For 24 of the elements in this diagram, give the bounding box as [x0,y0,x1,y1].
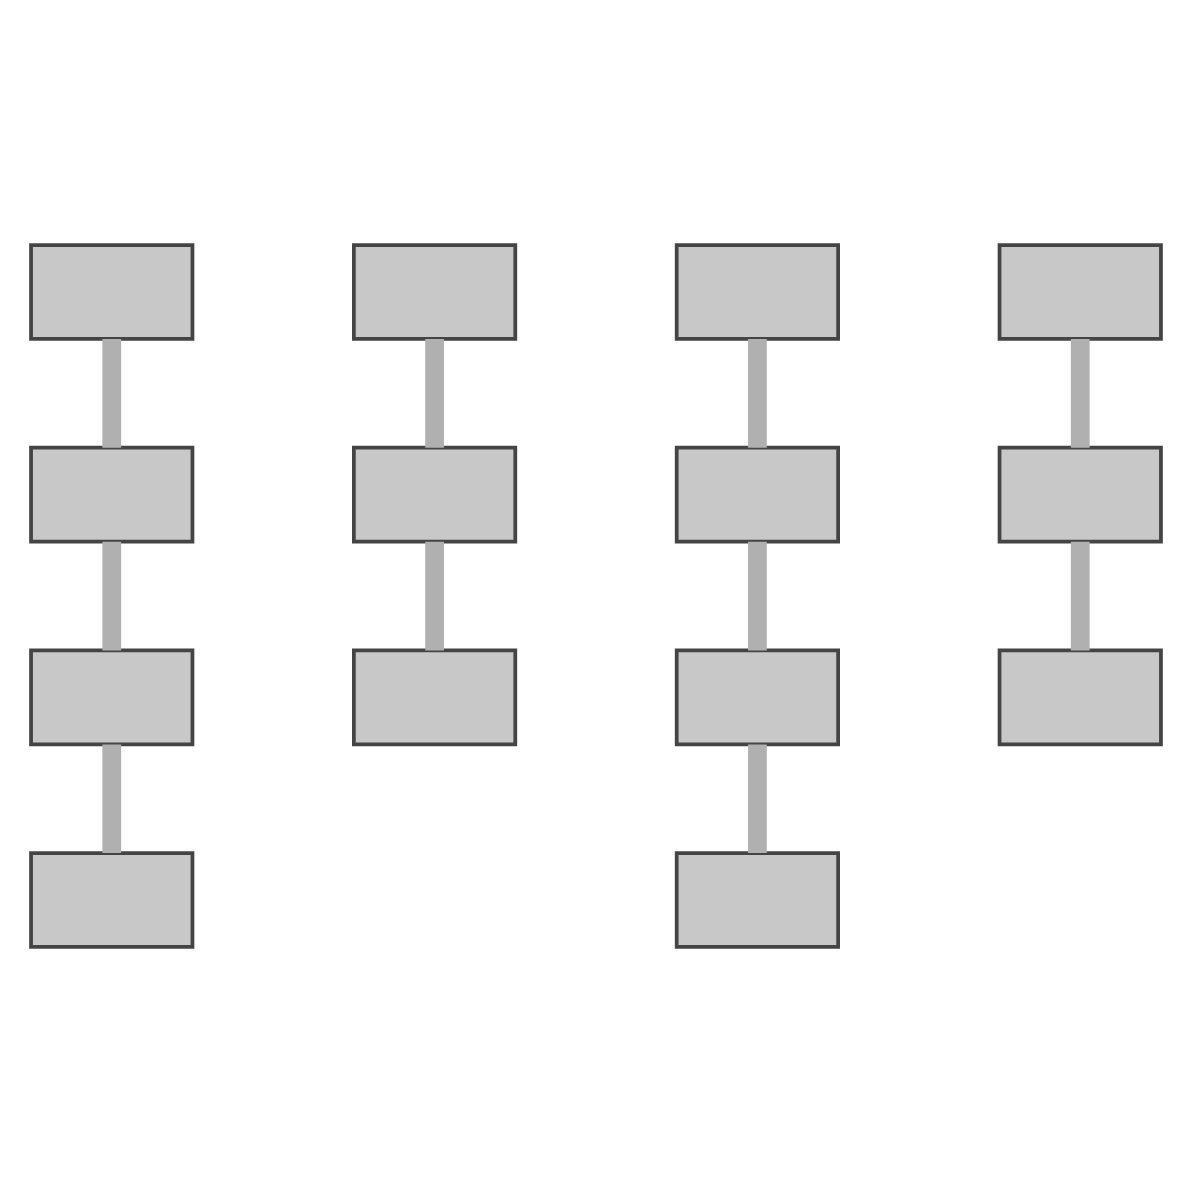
node-box [352,242,518,340]
connector [425,338,444,447]
node-box [674,647,840,746]
node-box [29,647,195,746]
node-box [29,444,195,543]
node-box [29,242,195,340]
connector [102,540,122,650]
node-box [352,444,518,543]
connector [748,743,767,853]
connector [748,338,767,447]
connector [102,338,122,447]
node-box [674,850,840,948]
connector [1070,540,1090,650]
node-box [674,242,840,340]
node-box [997,242,1163,340]
node-box [997,444,1163,543]
connector [1070,338,1090,447]
connector [748,540,767,650]
node-box [674,444,840,543]
connector [102,743,122,853]
node-box [997,647,1163,746]
connector [425,540,444,650]
node-box [352,647,518,746]
node-box [29,850,195,948]
